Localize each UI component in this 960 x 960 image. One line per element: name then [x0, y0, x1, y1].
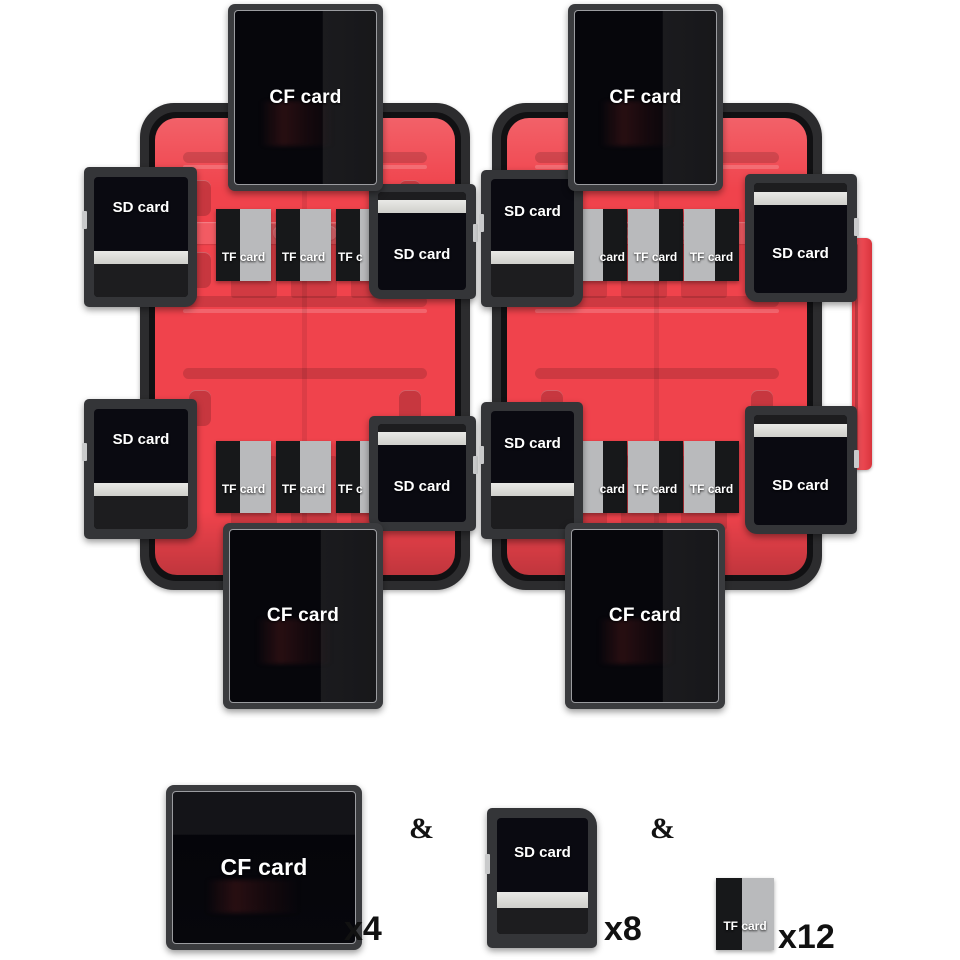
- tf-card: TF card: [684, 209, 739, 281]
- tf-card: TF card: [684, 441, 739, 513]
- tf-card-label: TF card: [633, 482, 678, 496]
- tf-card: TF card: [628, 441, 683, 513]
- tf-card: card: [572, 441, 627, 513]
- sd-card: SD card: [745, 406, 859, 534]
- cf-card: CF card: [565, 523, 725, 709]
- legend-row: CF card x4 & SD card x8 & TF card x12: [0, 770, 960, 960]
- sd-card: SD card: [82, 167, 197, 307]
- cf-card: CF card: [223, 523, 383, 709]
- tf-card-label: TF card: [281, 250, 326, 264]
- tf-card-label: card: [599, 250, 625, 264]
- sd-card: SD card: [369, 184, 478, 299]
- legend-sd-label: SD card: [514, 844, 571, 861]
- tf-card: TF card: [276, 441, 331, 513]
- sd-card-label: SD card: [772, 477, 829, 494]
- tf-card-label: TF card: [281, 482, 326, 496]
- cf-card-label: CF card: [608, 605, 682, 626]
- legend-cf-count: x4: [344, 910, 382, 948]
- tf-card: TF card: [628, 209, 683, 281]
- tf-card: TF card: [216, 209, 271, 281]
- sd-card-label: SD card: [393, 246, 451, 263]
- sd-card: SD card: [82, 399, 197, 539]
- legend-separator: &: [650, 812, 675, 845]
- sd-card-label: SD card: [393, 478, 451, 495]
- tf-card-label: TF c: [338, 482, 363, 496]
- case-latch[interactable]: [852, 238, 872, 470]
- tf-card-label: TF card: [633, 250, 678, 264]
- legend-cf-label: CF card: [220, 854, 308, 880]
- tf-card: TF card: [216, 441, 271, 513]
- sd-card-label: SD card: [112, 199, 170, 216]
- cf-card-label: CF card: [269, 86, 342, 108]
- cf-card-label: CF card: [609, 86, 682, 108]
- cf-card-label: CF card: [266, 605, 340, 626]
- legend-tf-card: TF card: [716, 878, 774, 950]
- legend-tf-label: TF card: [723, 919, 767, 933]
- sd-card: SD card: [479, 402, 583, 539]
- sd-card-label: SD card: [772, 245, 829, 262]
- legend-tf-count: x12: [778, 918, 835, 956]
- cf-card: CF card: [568, 4, 723, 191]
- legend-cf-card: CF card: [166, 785, 362, 950]
- sd-card-label: SD card: [504, 203, 561, 220]
- tf-card-label: TF card: [689, 250, 734, 264]
- sd-card: SD card: [369, 416, 478, 531]
- tf-card-label: card: [599, 482, 625, 496]
- tf-card-label: TF card: [689, 482, 734, 496]
- sd-card-label: SD card: [112, 431, 170, 448]
- tf-card-label: TF c: [338, 250, 363, 264]
- sd-card-label: SD card: [504, 435, 561, 452]
- tf-card-label: TF card: [221, 250, 266, 264]
- sd-card: SD card: [479, 170, 583, 307]
- legend-sd-card: SD card: [485, 808, 597, 948]
- cf-card: CF card: [228, 4, 383, 191]
- legend-separator: &: [409, 812, 434, 845]
- legend-sd-count: x8: [604, 910, 642, 948]
- sd-card: SD card: [745, 174, 859, 302]
- tf-card: TF card: [276, 209, 331, 281]
- tf-card-label: TF card: [221, 482, 266, 496]
